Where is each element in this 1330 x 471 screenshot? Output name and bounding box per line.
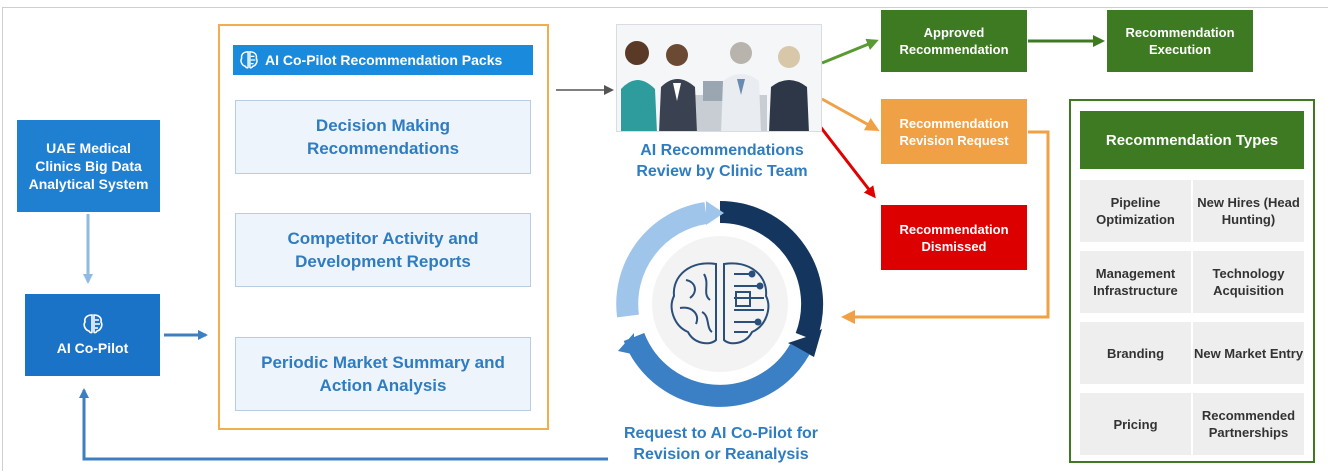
dismissed-label: Recommendation Dismissed bbox=[899, 221, 1009, 254]
pack-competitor-activity[interactable]: Competitor Activity and Development Repo… bbox=[235, 213, 531, 287]
revision-label: Recommendation Revision Request bbox=[899, 115, 1009, 148]
pack-label: Decision Making Recommendations bbox=[306, 116, 460, 158]
type-cell: Pricing bbox=[1080, 393, 1191, 455]
type-cell: Recommended Partnerships bbox=[1193, 393, 1304, 455]
review-caption: AI Recommendations Review by Clinic Team bbox=[612, 140, 832, 182]
brain-icon bbox=[670, 262, 770, 345]
cycle-caption: Request to AI Co-Pilot for Revision or R… bbox=[596, 423, 846, 465]
pack-market-summary[interactable]: Periodic Market Summary and Action Analy… bbox=[235, 337, 531, 411]
clinic-team-photo bbox=[616, 24, 822, 132]
cycle-caption-text: Request to AI Co-Pilot for Revision or R… bbox=[623, 425, 819, 463]
revision-request-box: Recommendation Revision Request bbox=[881, 99, 1027, 164]
type-label: New Market Entry bbox=[1193, 345, 1304, 361]
source-system-label: UAE Medical Clinics Big Data Analytical … bbox=[28, 140, 149, 192]
cycle-ring bbox=[616, 200, 824, 407]
approved-label: Approved Recommendation bbox=[899, 25, 1009, 57]
diagram-frame bbox=[2, 7, 1328, 471]
type-label: Recommended Partnerships bbox=[1201, 408, 1296, 440]
cycle-arc-mid bbox=[623, 332, 810, 407]
recommendation-types-panel bbox=[1069, 99, 1315, 463]
brain-icon bbox=[240, 51, 258, 69]
type-cell: Pipeline Optimization bbox=[1080, 180, 1191, 242]
type-label: Pricing bbox=[1113, 416, 1158, 432]
type-label: New Hires (Head Hunting) bbox=[1197, 195, 1300, 227]
person-icon bbox=[621, 41, 657, 131]
types-title: Recommendation Types bbox=[1105, 131, 1279, 149]
type-cell: New Hires (Head Hunting) bbox=[1193, 180, 1304, 242]
review-caption-text: AI Recommendations Review by Clinic Team bbox=[636, 142, 808, 180]
dismissed-box: Recommendation Dismissed bbox=[881, 205, 1027, 270]
type-cell: New Market Entry bbox=[1193, 322, 1304, 384]
arrow-review-to-revision bbox=[821, 97, 880, 131]
pack-label: Periodic Market Summary and Action Analy… bbox=[261, 353, 505, 395]
type-cell: Technology Acquisition bbox=[1193, 251, 1304, 313]
cycle-arc-light bbox=[616, 202, 708, 318]
type-label: Pipeline Optimization bbox=[1096, 195, 1175, 227]
type-label: Branding bbox=[1106, 345, 1165, 361]
person-icon bbox=[659, 44, 697, 131]
brain-icon bbox=[82, 314, 103, 334]
type-label: Management Infrastructure bbox=[1093, 266, 1178, 298]
execution-label: Recommendation Execution bbox=[1125, 25, 1235, 57]
arrow-revision-to-cycle bbox=[841, 130, 1050, 324]
arrow-review-to-approved bbox=[821, 38, 879, 65]
approved-recommendation-box: Approved Recommendation bbox=[881, 10, 1027, 72]
person-icon bbox=[721, 42, 761, 131]
types-title-box: Recommendation Types bbox=[1080, 111, 1304, 169]
recommendation-execution-box: Recommendation Execution bbox=[1107, 10, 1253, 72]
pack-decision-making[interactable]: Decision Making Recommendations bbox=[235, 100, 531, 174]
arrow-review-to-dismissed bbox=[810, 115, 876, 199]
arrow-cycle-to-copilot bbox=[79, 388, 608, 461]
type-cell: Management Infrastructure bbox=[1080, 251, 1191, 313]
type-cell: Branding bbox=[1080, 322, 1191, 384]
packs-header: AI Co-Pilot Recommendation Packs bbox=[233, 45, 533, 75]
packs-title: AI Co-Pilot Recommendation Packs bbox=[265, 52, 503, 68]
type-label: Technology Acquisition bbox=[1212, 266, 1285, 298]
copilot-box: AI Co-Pilot bbox=[25, 294, 160, 376]
source-system-box: UAE Medical Clinics Big Data Analytical … bbox=[17, 120, 160, 212]
copilot-label: AI Co-Pilot bbox=[56, 340, 129, 356]
cycle-arc-dark bbox=[719, 200, 824, 341]
pack-label: Competitor Activity and Development Repo… bbox=[287, 229, 479, 271]
person-icon bbox=[769, 46, 809, 131]
recommendation-packs-panel bbox=[218, 24, 549, 430]
